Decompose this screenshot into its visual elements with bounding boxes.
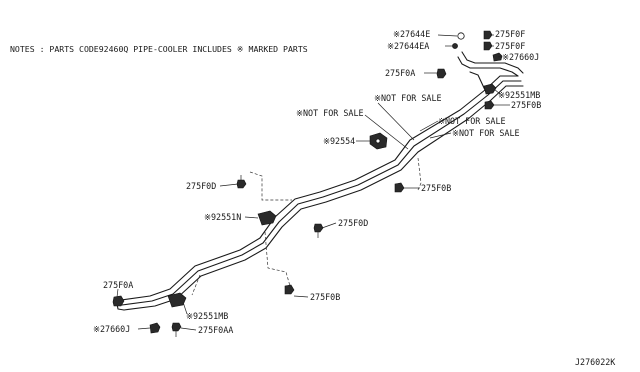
- part-275f0d-left[interactable]: [236, 175, 247, 189]
- part-27660j-bottom[interactable]: [149, 322, 161, 334]
- label-27660j-top: ※27660J: [502, 52, 539, 62]
- label-not-for-sale-2: ※NOT FOR SALE: [296, 108, 364, 118]
- part-92551mb-top[interactable]: [483, 83, 497, 95]
- part-27644ea[interactable]: [452, 43, 458, 49]
- cooler-pipe-upper: [120, 75, 519, 301]
- part-27660j-top[interactable]: [492, 52, 503, 62]
- label-275f0b-bottom: 275F0B: [310, 292, 340, 302]
- part-275f0a-top[interactable]: [436, 68, 447, 79]
- label-92551n: ※92551N: [204, 212, 241, 222]
- cooler-pipe-assembly: [116, 51, 524, 311]
- label-not-for-sale-1: ※NOT FOR SALE: [374, 93, 442, 103]
- label-275f0b-mid: 275F0B: [421, 183, 451, 193]
- cooler-pipe-middle: [121, 80, 522, 306]
- label-275f0f-2: 275F0F: [495, 41, 525, 51]
- label-92551mb-top: ※92551MB: [498, 90, 540, 100]
- part-92551mb-bottom[interactable]: [167, 292, 187, 308]
- cooler-pipe-top-branch-b: [461, 51, 524, 74]
- part-275f0d-mid[interactable]: [313, 223, 324, 238]
- label-275f0d-mid: 275F0D: [338, 218, 368, 228]
- part-275f0b-top[interactable]: [484, 100, 495, 110]
- label-27644ea: ※27644EA: [387, 41, 429, 51]
- label-275f0a-top: 275F0A: [385, 68, 415, 78]
- label-not-for-sale-4: ※NOT FOR SALE: [452, 128, 520, 138]
- label-275f0b-top: 275F0B: [511, 100, 541, 110]
- part-275f0f-upper[interactable]: [483, 30, 493, 40]
- part-275f0a-bottom[interactable]: [112, 295, 125, 307]
- label-275f0d-left: 275F0D: [186, 181, 216, 191]
- label-27644e: ※27644E: [393, 29, 430, 39]
- part-92554[interactable]: [369, 132, 388, 150]
- cooler-pipe-top-branch-a: [457, 56, 519, 77]
- label-27660j-bottom: ※27660J: [93, 324, 130, 334]
- label-275f0f-1: 275F0F: [495, 29, 525, 39]
- label-not-for-sale-3: ※NOT FOR SALE: [438, 116, 506, 126]
- part-275f0aa[interactable]: [171, 322, 182, 337]
- label-92554: ※92554: [323, 136, 355, 146]
- part-27644e[interactable]: [457, 32, 465, 40]
- diagram-id: J276022K: [575, 357, 616, 367]
- label-275f0a-bottom: 275F0A: [103, 280, 133, 290]
- label-275f0aa: 275F0AA: [198, 325, 233, 335]
- part-275f0f-lower[interactable]: [483, 41, 493, 51]
- cooler-pipe-top-branch-c: [469, 71, 486, 91]
- part-275f0b-bottom[interactable]: [284, 284, 295, 295]
- part-labels: ※27644E ※27644EA 275F0F 275F0F ※27660J 2…: [93, 29, 541, 335]
- reference-dashed-lines: [191, 157, 422, 296]
- part-92551n[interactable]: [257, 210, 277, 226]
- part-275f0b-mid[interactable]: [394, 182, 405, 193]
- label-92551mb-bottom: ※92551MB: [186, 311, 228, 321]
- cooler-pipe-lower: [123, 85, 524, 311]
- leader-lines: [116, 34, 510, 331]
- notes-text: NOTES : PARTS CODE92460Q PIPE-COOLER INC…: [10, 44, 308, 54]
